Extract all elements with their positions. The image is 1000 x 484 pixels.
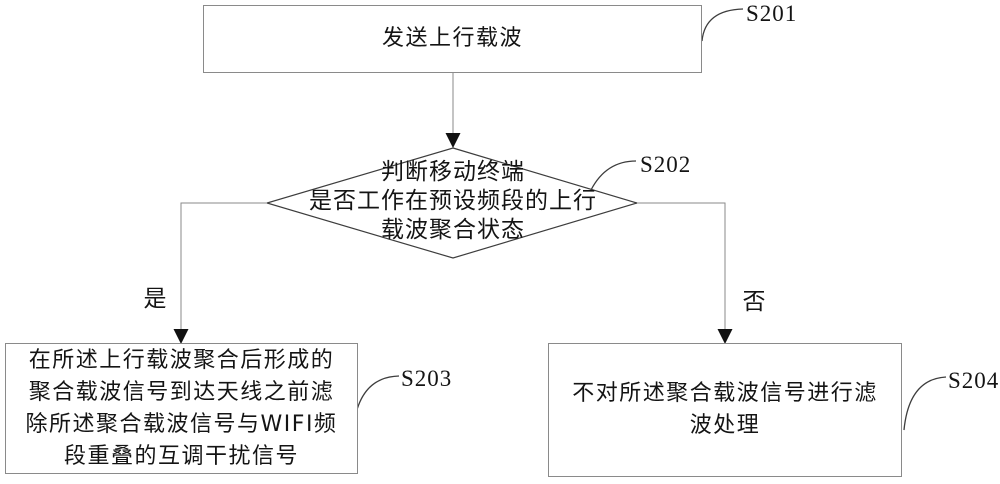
process-box-step1: 发送上行载波 [203, 5, 702, 73]
decision-diamond-shape [264, 147, 640, 259]
connector-yes-branch [180, 202, 267, 330]
ref-label-s202: S202 [640, 152, 692, 177]
arrowhead-into-step3 [173, 329, 189, 344]
leader-line-s201 [701, 8, 744, 42]
ref-label-s204: S204 [948, 368, 1000, 393]
decision-text: 判断移动终端 是否工作在预设频段的上行 载波聚合状态 [309, 159, 597, 243]
leader-line-s204 [903, 376, 947, 431]
process-box-step1-text: 发送上行载波 [381, 26, 523, 51]
arrowhead-into-step4 [717, 329, 733, 344]
leader-line-s202 [590, 160, 637, 191]
arrowhead-into-decision [445, 133, 461, 148]
process-box-step3-text: 在所述上行载波聚合后形成的 聚合载波信号到达天线之前滤 除所述聚合载波信号与WI… [25, 347, 338, 469]
branch-label-yes: 是 [143, 286, 167, 312]
leader-line-s203 [352, 375, 400, 432]
connector-no-branch [637, 202, 726, 330]
process-box-step4-text: 不对所述聚合载波信号进行滤 波处理 [572, 381, 878, 438]
ref-label-s203: S203 [401, 366, 453, 391]
ref-label-s201: S201 [746, 1, 798, 26]
process-box-step4: 不对所述聚合载波信号进行滤 波处理 [548, 343, 902, 477]
process-box-step3: 在所述上行载波聚合后形成的 聚合载波信号到达天线之前滤 除所述聚合载波信号与WI… [5, 343, 358, 474]
branch-label-no: 否 [742, 289, 766, 315]
